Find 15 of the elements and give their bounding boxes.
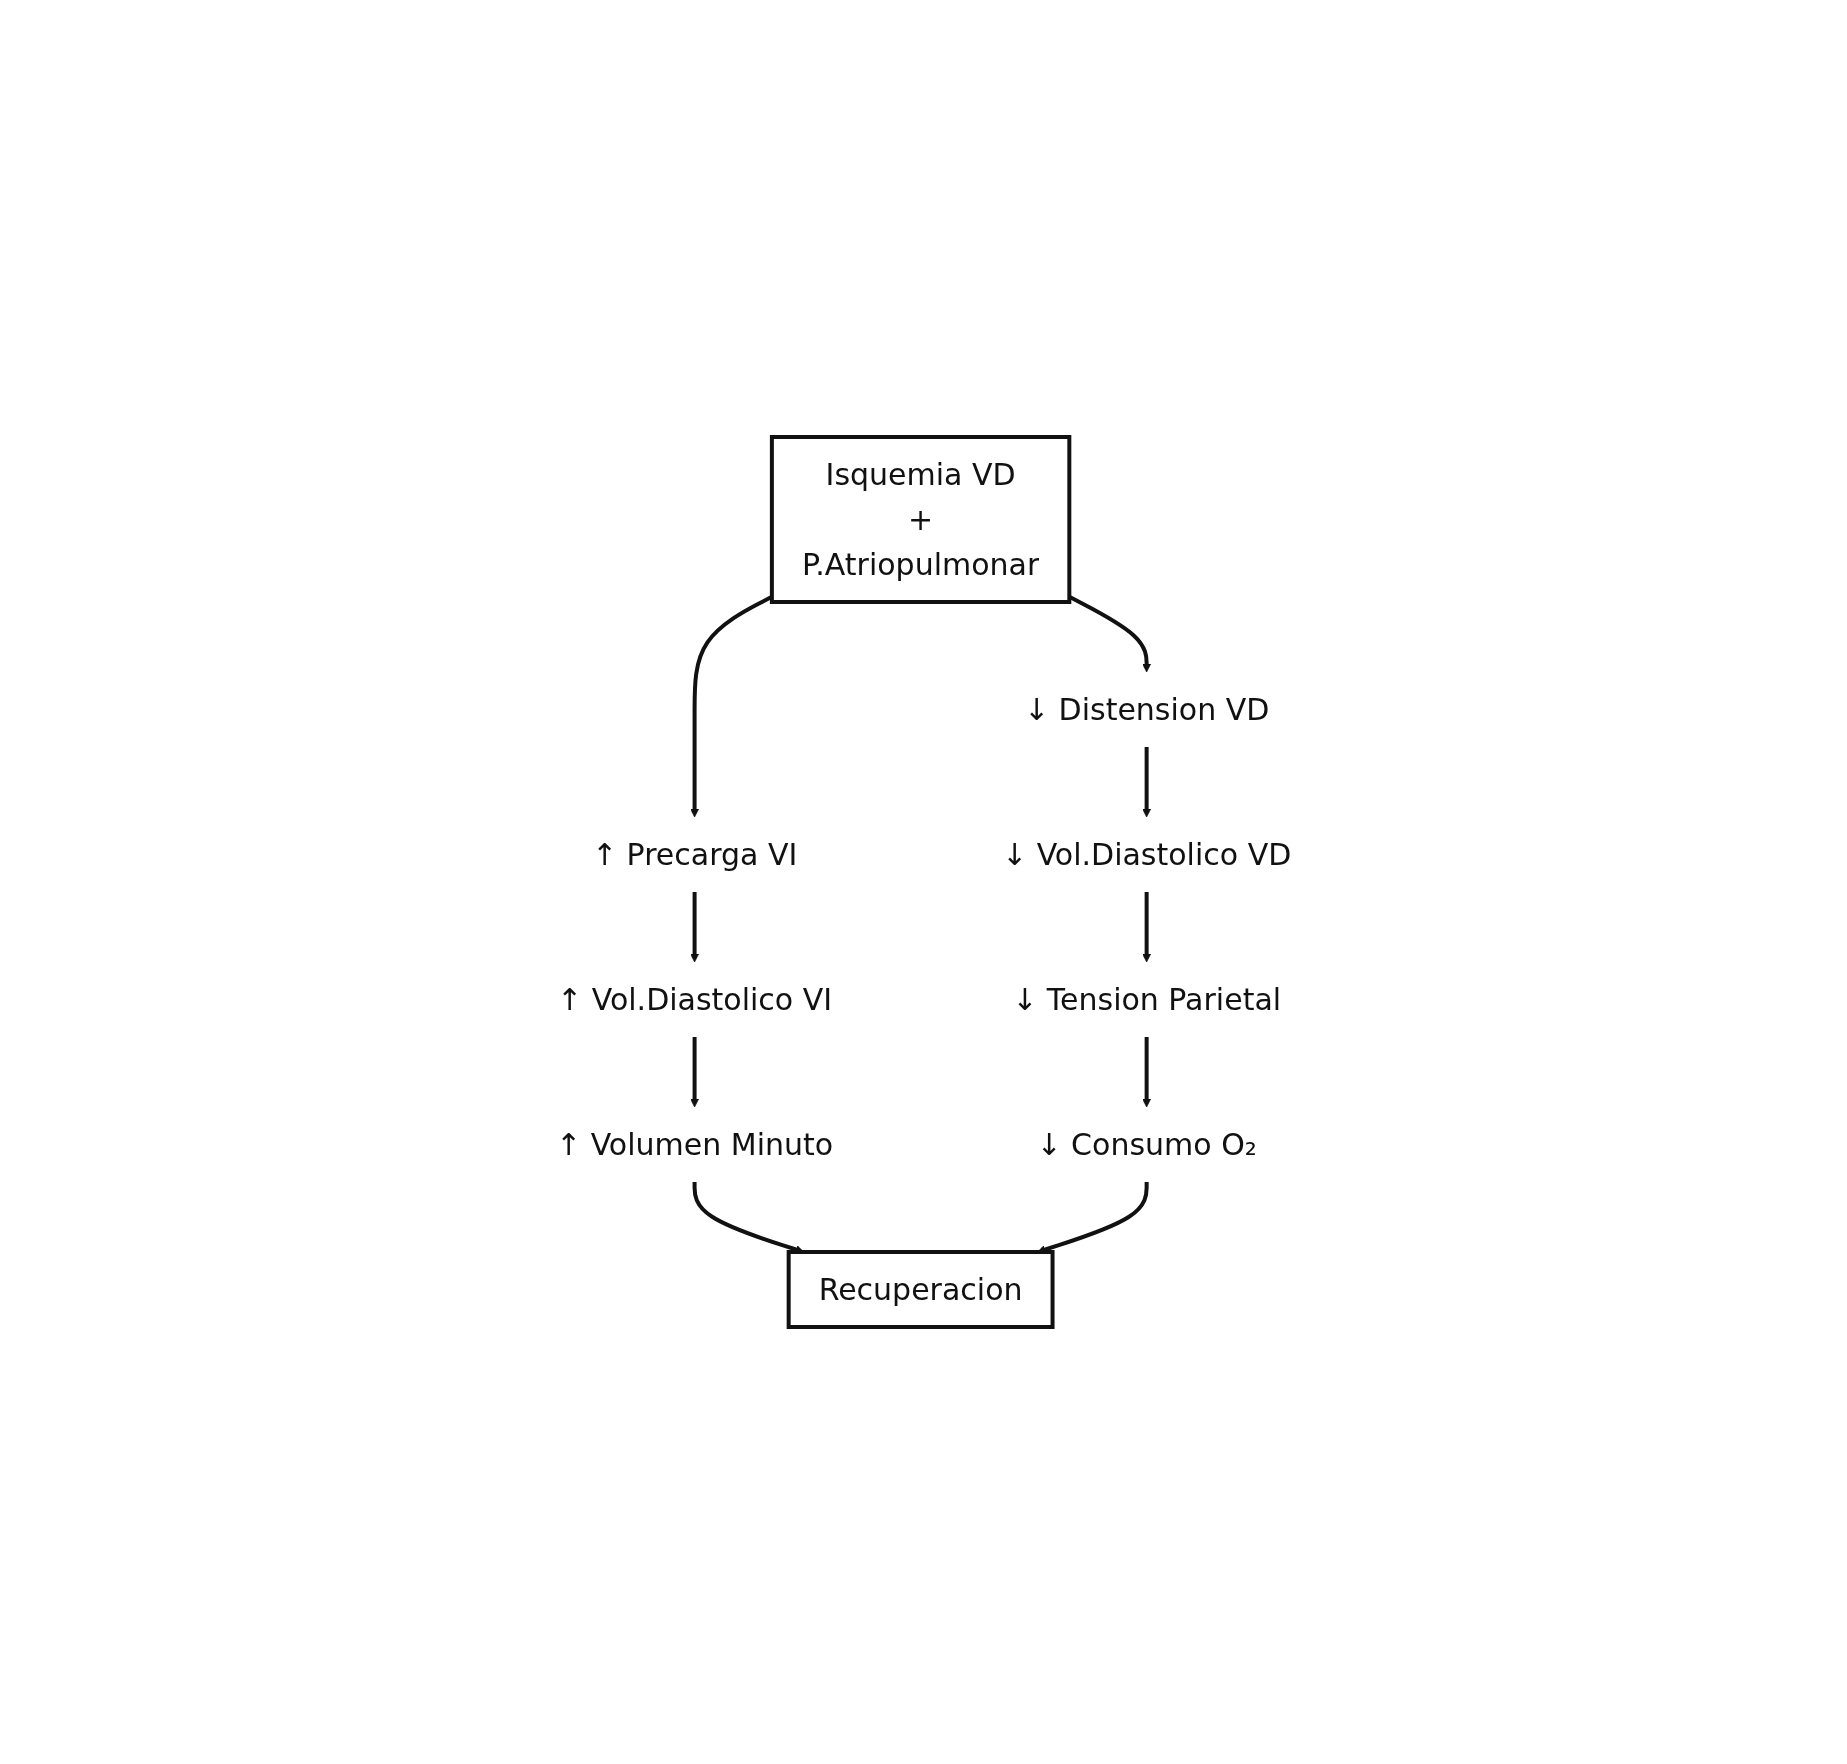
node-text: ↓ Tension Parietal: [1011, 982, 1281, 1017]
node-box: Isquemia VD + P.Atriopulmonar: [769, 435, 1072, 604]
arrow: [1142, 1037, 1151, 1108]
arrow: [1142, 892, 1151, 963]
node-text: ↑ Vol.Diastolico VI: [556, 982, 832, 1017]
arrow: [1068, 595, 1151, 673]
node-text: ↑ Volumen Minuto: [555, 1127, 834, 1162]
arrow: [1142, 747, 1151, 818]
arrow: [690, 892, 699, 963]
node-text: ↓ Vol.Diastolico VD: [1001, 837, 1292, 872]
node-text: ↑ Precarga VI: [591, 837, 798, 872]
node-box: Recuperacion: [786, 1250, 1055, 1329]
node-text: ↓ Consumo O₂: [1036, 1127, 1257, 1162]
node-text: ↓ Distension VD: [1023, 692, 1270, 727]
arrow: [690, 1037, 699, 1108]
